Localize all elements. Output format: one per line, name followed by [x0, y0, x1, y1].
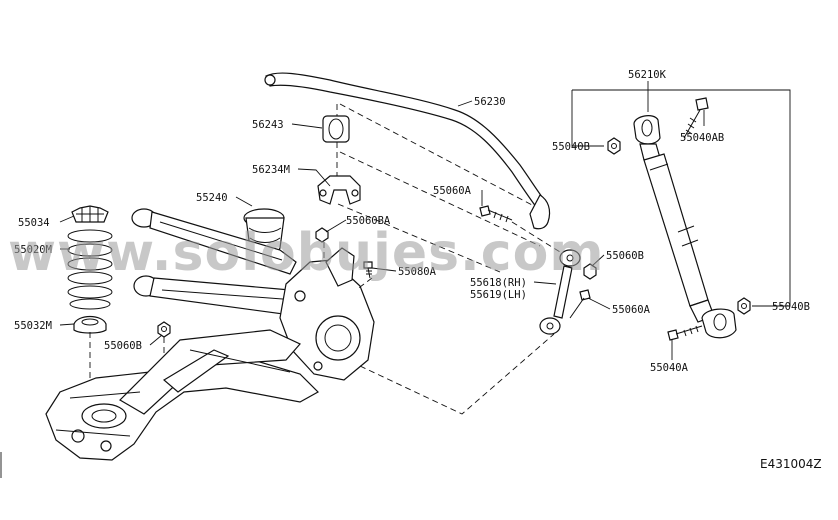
rear-subframe: [45, 329, 319, 461]
callout-labels: 56230 56243 56234M 55240 55034 55020M 55…: [14, 69, 810, 374]
upper-link: [131, 208, 297, 275]
coil-spring-assembly: [67, 205, 113, 334]
axle-knuckle: [279, 247, 375, 381]
bracket-nut: [315, 227, 329, 243]
shock-upper-bolt: [683, 97, 709, 139]
callout-55619-lh: 55619(LH): [470, 289, 527, 301]
stabilizer-bar: [264, 72, 551, 230]
nut-mid: [583, 263, 597, 280]
callout-56230: 56230: [474, 96, 506, 108]
nut-left: [157, 321, 171, 338]
callout-55020M: 55020M: [14, 244, 52, 256]
stabilizer-connecting-rod: [539, 249, 581, 335]
shock-absorber: [633, 115, 737, 339]
callout-55040B-left: 55040B: [552, 141, 590, 153]
callout-55060B-left: 55060B: [104, 340, 142, 352]
callout-55060A-bottom: 55060A: [612, 304, 651, 316]
link-bolt-top: [479, 205, 513, 223]
callout-56243: 56243: [252, 119, 284, 131]
callout-56210K: 56210K: [628, 69, 667, 81]
lower-link: [133, 275, 311, 317]
diagram-code: E431004Z: [760, 457, 822, 471]
shock-lower-nut: [737, 297, 751, 315]
callout-56234M: 56234M: [252, 164, 290, 176]
link-bolt-bottom: [569, 289, 591, 319]
callout-55060A-top: 55060A: [433, 185, 472, 197]
shock-upper-nut: [607, 137, 621, 155]
callout-55060B-mid: 55060B: [606, 250, 644, 262]
watermark: www.solobujes.com: [8, 223, 605, 283]
coil-spring: [67, 229, 113, 310]
stabilizer-bracket: [317, 175, 361, 205]
callout-55032M: 55032M: [14, 320, 52, 332]
shock-lower-bolt: [667, 325, 703, 341]
callout-55040AB: 55040AB: [680, 132, 724, 144]
shock-upper-eye: [633, 115, 661, 145]
callout-55240: 55240: [196, 192, 228, 204]
callout-55080A: 55080A: [398, 266, 437, 278]
shock-body: [643, 153, 709, 307]
stabilizer-bushing: [322, 115, 350, 143]
callout-55060BA: 55060BA: [346, 215, 391, 227]
leader-lines: [59, 81, 791, 360]
dashed-alignment-lines: [89, 103, 561, 415]
callout-55618-rh: 55618(RH): [470, 277, 527, 289]
shock-lower-eye: [701, 308, 737, 339]
callout-55034: 55034: [18, 217, 50, 229]
callout-55040A: 55040A: [650, 362, 689, 374]
callout-55040B-right: 55040B: [772, 301, 810, 313]
